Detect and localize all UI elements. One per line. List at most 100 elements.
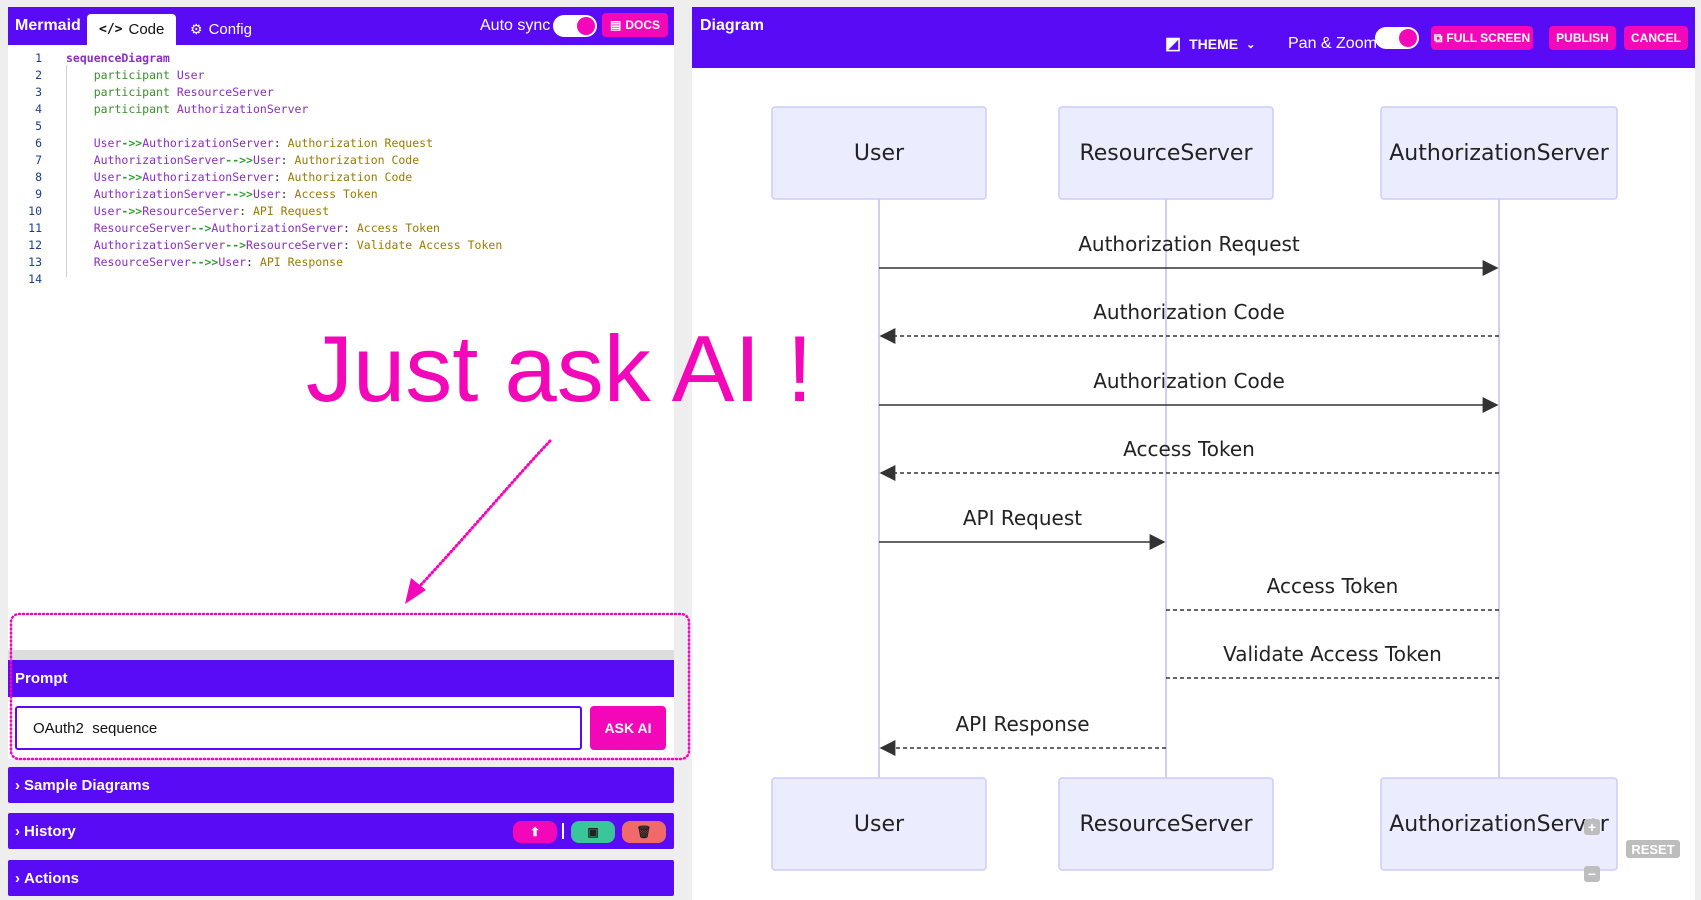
- code-line: 6 User->>AuthorizationServer: Authorizat…: [8, 134, 674, 151]
- cancel-button[interactable]: CANCEL: [1624, 26, 1688, 50]
- chevron-right-icon: ›: [15, 869, 20, 887]
- code-keyword: sequenceDiagram: [66, 50, 170, 65]
- code-colon: :: [239, 203, 253, 218]
- pan-zoom-toggle[interactable]: [1375, 27, 1419, 49]
- diagram-title: Diagram: [700, 17, 765, 34]
- prompt-body: ASK AI: [8, 697, 674, 759]
- actor-label-top: ResourceServer: [1079, 141, 1253, 166]
- theme-dropdown[interactable]: ◩ THEME ⌄: [1165, 34, 1255, 54]
- code-participant-name: AuthorizationServer: [176, 101, 309, 116]
- delete-history-button[interactable]: 🗑: [622, 821, 666, 843]
- history-label: History: [24, 822, 76, 840]
- code-line-text: AuthorizationServer-->ResourceServer: Va…: [66, 237, 503, 252]
- prompt-header: Prompt: [8, 660, 674, 697]
- reset-zoom-button[interactable]: RESET: [1626, 840, 1680, 858]
- code-message-arrow: -->>: [225, 186, 253, 201]
- publish-button[interactable]: PUBLISH: [1549, 26, 1616, 50]
- code-message-text: Validate Access Token: [356, 237, 503, 252]
- chevron-right-icon: ›: [15, 776, 20, 794]
- code-message-to: ResourceServer: [246, 237, 343, 252]
- editor-panel: Mermaid </> Code ⚙ Config Auto sync ▤ DO…: [8, 7, 674, 900]
- upload-history-button[interactable]: ⬆: [513, 821, 557, 843]
- code-message-from: User: [93, 135, 122, 150]
- sample-diagrams-section[interactable]: › Sample Diagrams: [8, 767, 674, 803]
- line-number: 11: [28, 220, 42, 235]
- zoom-out-button[interactable]: −: [1584, 866, 1600, 882]
- actor-label-top: User: [854, 141, 905, 166]
- auto-sync-toggle[interactable]: [553, 15, 597, 37]
- line-number: 7: [35, 152, 42, 167]
- code-message-to: AuthorizationServer: [142, 135, 274, 150]
- code-message-from: ResourceServer: [93, 220, 191, 235]
- actor-box-top: [1380, 106, 1618, 200]
- actor-box-top: [771, 106, 987, 200]
- docs-label: DOCS: [625, 18, 660, 32]
- diagram-header: Diagram ◩ THEME ⌄ Pan & Zoom ⧉ FULL SCRE…: [692, 7, 1695, 68]
- prompt-title: Prompt: [15, 670, 68, 687]
- line-number: 8: [35, 169, 42, 184]
- sequence-diagram[interactable]: UserUserResourceServerResourceServerAuth…: [692, 68, 1695, 900]
- actions-section[interactable]: › Actions: [8, 860, 674, 896]
- full-screen-button[interactable]: ⧉ FULL SCREEN: [1431, 26, 1533, 50]
- code-message-from: AuthorizationServer: [93, 152, 226, 167]
- code-line: 7 AuthorizationServer-->>User: Authoriza…: [8, 151, 674, 168]
- actor-label-top: AuthorizationServer: [1389, 141, 1609, 166]
- history-section[interactable]: › History ⬆ ▣ 🗑: [8, 813, 674, 849]
- theme-label: THEME: [1189, 36, 1239, 52]
- tab-config[interactable]: ⚙ Config: [178, 14, 264, 45]
- save-history-button[interactable]: ▣: [571, 821, 615, 843]
- code-line-text: participant AuthorizationServer: [66, 101, 309, 116]
- code-participant-name: User: [176, 67, 205, 82]
- editor-header: Mermaid </> Code ⚙ Config Auto sync ▤ DO…: [8, 7, 674, 45]
- code-colon: :: [273, 169, 288, 184]
- auto-sync-toggle-knob: [577, 17, 595, 35]
- code-message-to: User: [218, 254, 247, 269]
- code-line: 9 AuthorizationServer-->>User: Access To…: [8, 185, 674, 202]
- code-message-from: AuthorizationServer: [93, 237, 226, 252]
- message-label: Authorization Code: [1093, 369, 1285, 393]
- actor-box-bottom: [1380, 777, 1618, 871]
- zoom-in-button[interactable]: +: [1584, 819, 1600, 835]
- code-message-from: User: [93, 169, 122, 184]
- code-line: 13 ResourceServer-->>User: API Response: [8, 253, 674, 270]
- code-line-text: participant ResourceServer: [66, 85, 274, 99]
- ask-ai-button[interactable]: ASK AI: [590, 706, 666, 750]
- code-message-text: Authorization Code: [287, 169, 413, 184]
- code-message-text: API Request: [252, 203, 330, 218]
- code-message-arrow: -->: [190, 220, 212, 235]
- message-label: Validate Access Token: [1223, 642, 1442, 666]
- code-message-arrow: -->>: [225, 152, 253, 167]
- code-message-arrow: ->>: [121, 169, 143, 184]
- cancel-label: CANCEL: [1631, 31, 1681, 45]
- editor-resize-bar[interactable]: [8, 650, 674, 660]
- book-icon: ▤: [609, 18, 622, 32]
- message-label: API Response: [955, 712, 1089, 736]
- tab-code[interactable]: </> Code: [87, 14, 177, 45]
- code-line: 11 ResourceServer-->AuthorizationServer:…: [8, 219, 674, 236]
- code-message-text: Access Token: [294, 186, 378, 201]
- actor-box-top: [1058, 106, 1274, 200]
- tab-config-label: Config: [208, 21, 252, 38]
- annotation-headline: Just ask AI !: [306, 316, 813, 421]
- line-number: 2: [35, 67, 42, 82]
- history-separator: [562, 823, 564, 839]
- code-colon: :: [246, 254, 260, 269]
- plus-icon: +: [1587, 819, 1597, 835]
- code-line: 3 participant ResourceServer: [8, 83, 674, 100]
- code-participant-name: ResourceServer: [176, 84, 274, 99]
- message-label: API Request: [963, 506, 1082, 530]
- line-number: 4: [35, 101, 42, 116]
- external-link-icon: ⧉: [1433, 30, 1443, 45]
- message-label: Authorization Request: [1078, 232, 1300, 256]
- code-message-to: AuthorizationServer: [211, 220, 343, 235]
- docs-button[interactable]: ▤ DOCS: [602, 13, 668, 37]
- prompt-input[interactable]: [15, 706, 582, 750]
- chevron-down-icon: ⌄: [1246, 38, 1256, 51]
- minus-icon: −: [1587, 866, 1597, 882]
- message-label: Authorization Code: [1093, 300, 1285, 324]
- code-line: 8 User->>AuthorizationServer: Authorizat…: [8, 168, 674, 185]
- line-number: 13: [28, 254, 42, 269]
- actor-label-bottom: ResourceServer: [1079, 812, 1253, 837]
- code-line-text: AuthorizationServer-->>User: Authorizati…: [66, 153, 419, 167]
